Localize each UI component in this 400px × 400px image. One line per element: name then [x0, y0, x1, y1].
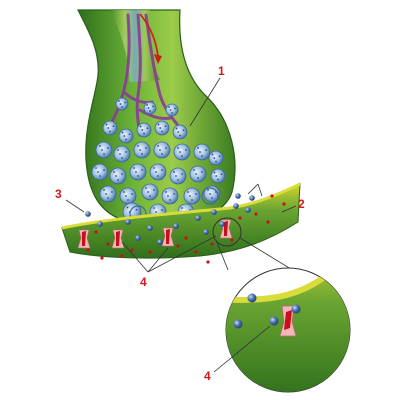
vesicle: [172, 124, 188, 140]
neurotransmitter: [97, 221, 103, 227]
vesicle: [133, 141, 151, 159]
ion: [94, 230, 98, 234]
vesicle: [169, 167, 187, 185]
leader-lines: [65, 77, 297, 373]
vesicle: [141, 183, 159, 201]
receptor: [77, 229, 91, 249]
neurotransmitter: [219, 221, 225, 227]
vesicle: [189, 165, 207, 183]
ion: [194, 250, 198, 254]
ion: [266, 220, 270, 224]
vesicle: [119, 187, 137, 205]
ion: [270, 194, 274, 198]
direction-arrowhead: [154, 54, 162, 64]
ion: [206, 260, 210, 264]
neurotransmitter: [233, 203, 239, 209]
receptor: [161, 227, 175, 247]
ion: [176, 244, 180, 248]
zoom-transmitter-4: [291, 304, 301, 314]
vesicle: [99, 185, 117, 203]
neurotransmitters: [85, 193, 255, 245]
vesicle: [193, 143, 211, 161]
ions: [86, 194, 286, 264]
vesicle: [118, 128, 134, 144]
neurotransmitter: [195, 215, 201, 221]
receptors: [77, 219, 233, 249]
vesicle: [136, 122, 152, 138]
neurotransmitter: [135, 235, 141, 241]
zoom-transmitter-3: [269, 316, 279, 326]
vesicle: [109, 167, 127, 185]
vesicle: [149, 163, 167, 181]
label-2: 2: [298, 197, 305, 211]
direction-arrow: [139, 13, 159, 57]
vesicle: [154, 120, 170, 136]
neurotransmitter: [245, 207, 251, 213]
vesicle: [208, 150, 224, 166]
ion: [184, 236, 188, 240]
ion: [230, 238, 234, 242]
ion: [254, 212, 258, 216]
neurotransmitter: [235, 193, 241, 199]
vesicle: [113, 145, 131, 163]
label-4-zoom: 4: [204, 369, 211, 383]
ion: [86, 248, 90, 252]
receptor: [219, 219, 233, 239]
magnify-line-left: [215, 239, 229, 271]
zoom-transmitter-2: [233, 319, 243, 329]
vesicle: [183, 187, 201, 205]
neurotransmitter: [157, 239, 163, 245]
neurotransmitter: [249, 195, 255, 201]
microtubules: [108, 13, 182, 137]
vesicle: [165, 103, 179, 117]
vesicle: [102, 120, 118, 136]
label-3: 3: [55, 187, 62, 201]
label-4-main: 4: [140, 275, 147, 289]
neurotransmitter: [125, 219, 131, 225]
vesicle: [143, 101, 157, 115]
vesicle: [115, 97, 129, 111]
ion: [130, 248, 134, 252]
fusing-vesicle: [201, 187, 219, 205]
ion: [282, 202, 286, 206]
ion: [238, 216, 242, 220]
receptor: [111, 229, 125, 249]
vesicle: [161, 187, 179, 205]
zoom-detail: [225, 267, 351, 393]
vesicle: [210, 168, 226, 184]
ion: [100, 256, 104, 260]
vesicle: [153, 141, 171, 159]
ion: [210, 242, 214, 246]
neurotransmitter: [85, 211, 91, 217]
neurotransmitter: [211, 209, 217, 215]
neurotransmitter: [147, 225, 153, 231]
neurotransmitter: [173, 223, 179, 229]
vesicle: [129, 163, 147, 181]
neurotransmitter: [203, 229, 209, 235]
ion: [120, 254, 124, 258]
vesicle: [95, 141, 113, 159]
vesicle: [173, 143, 191, 161]
zoom-transmitter-1: [247, 293, 257, 303]
vesicle: [91, 163, 109, 181]
ion: [106, 242, 110, 246]
magnify-source-circle: [212, 217, 242, 247]
ion: [148, 250, 152, 254]
label-1: 1: [218, 64, 225, 78]
